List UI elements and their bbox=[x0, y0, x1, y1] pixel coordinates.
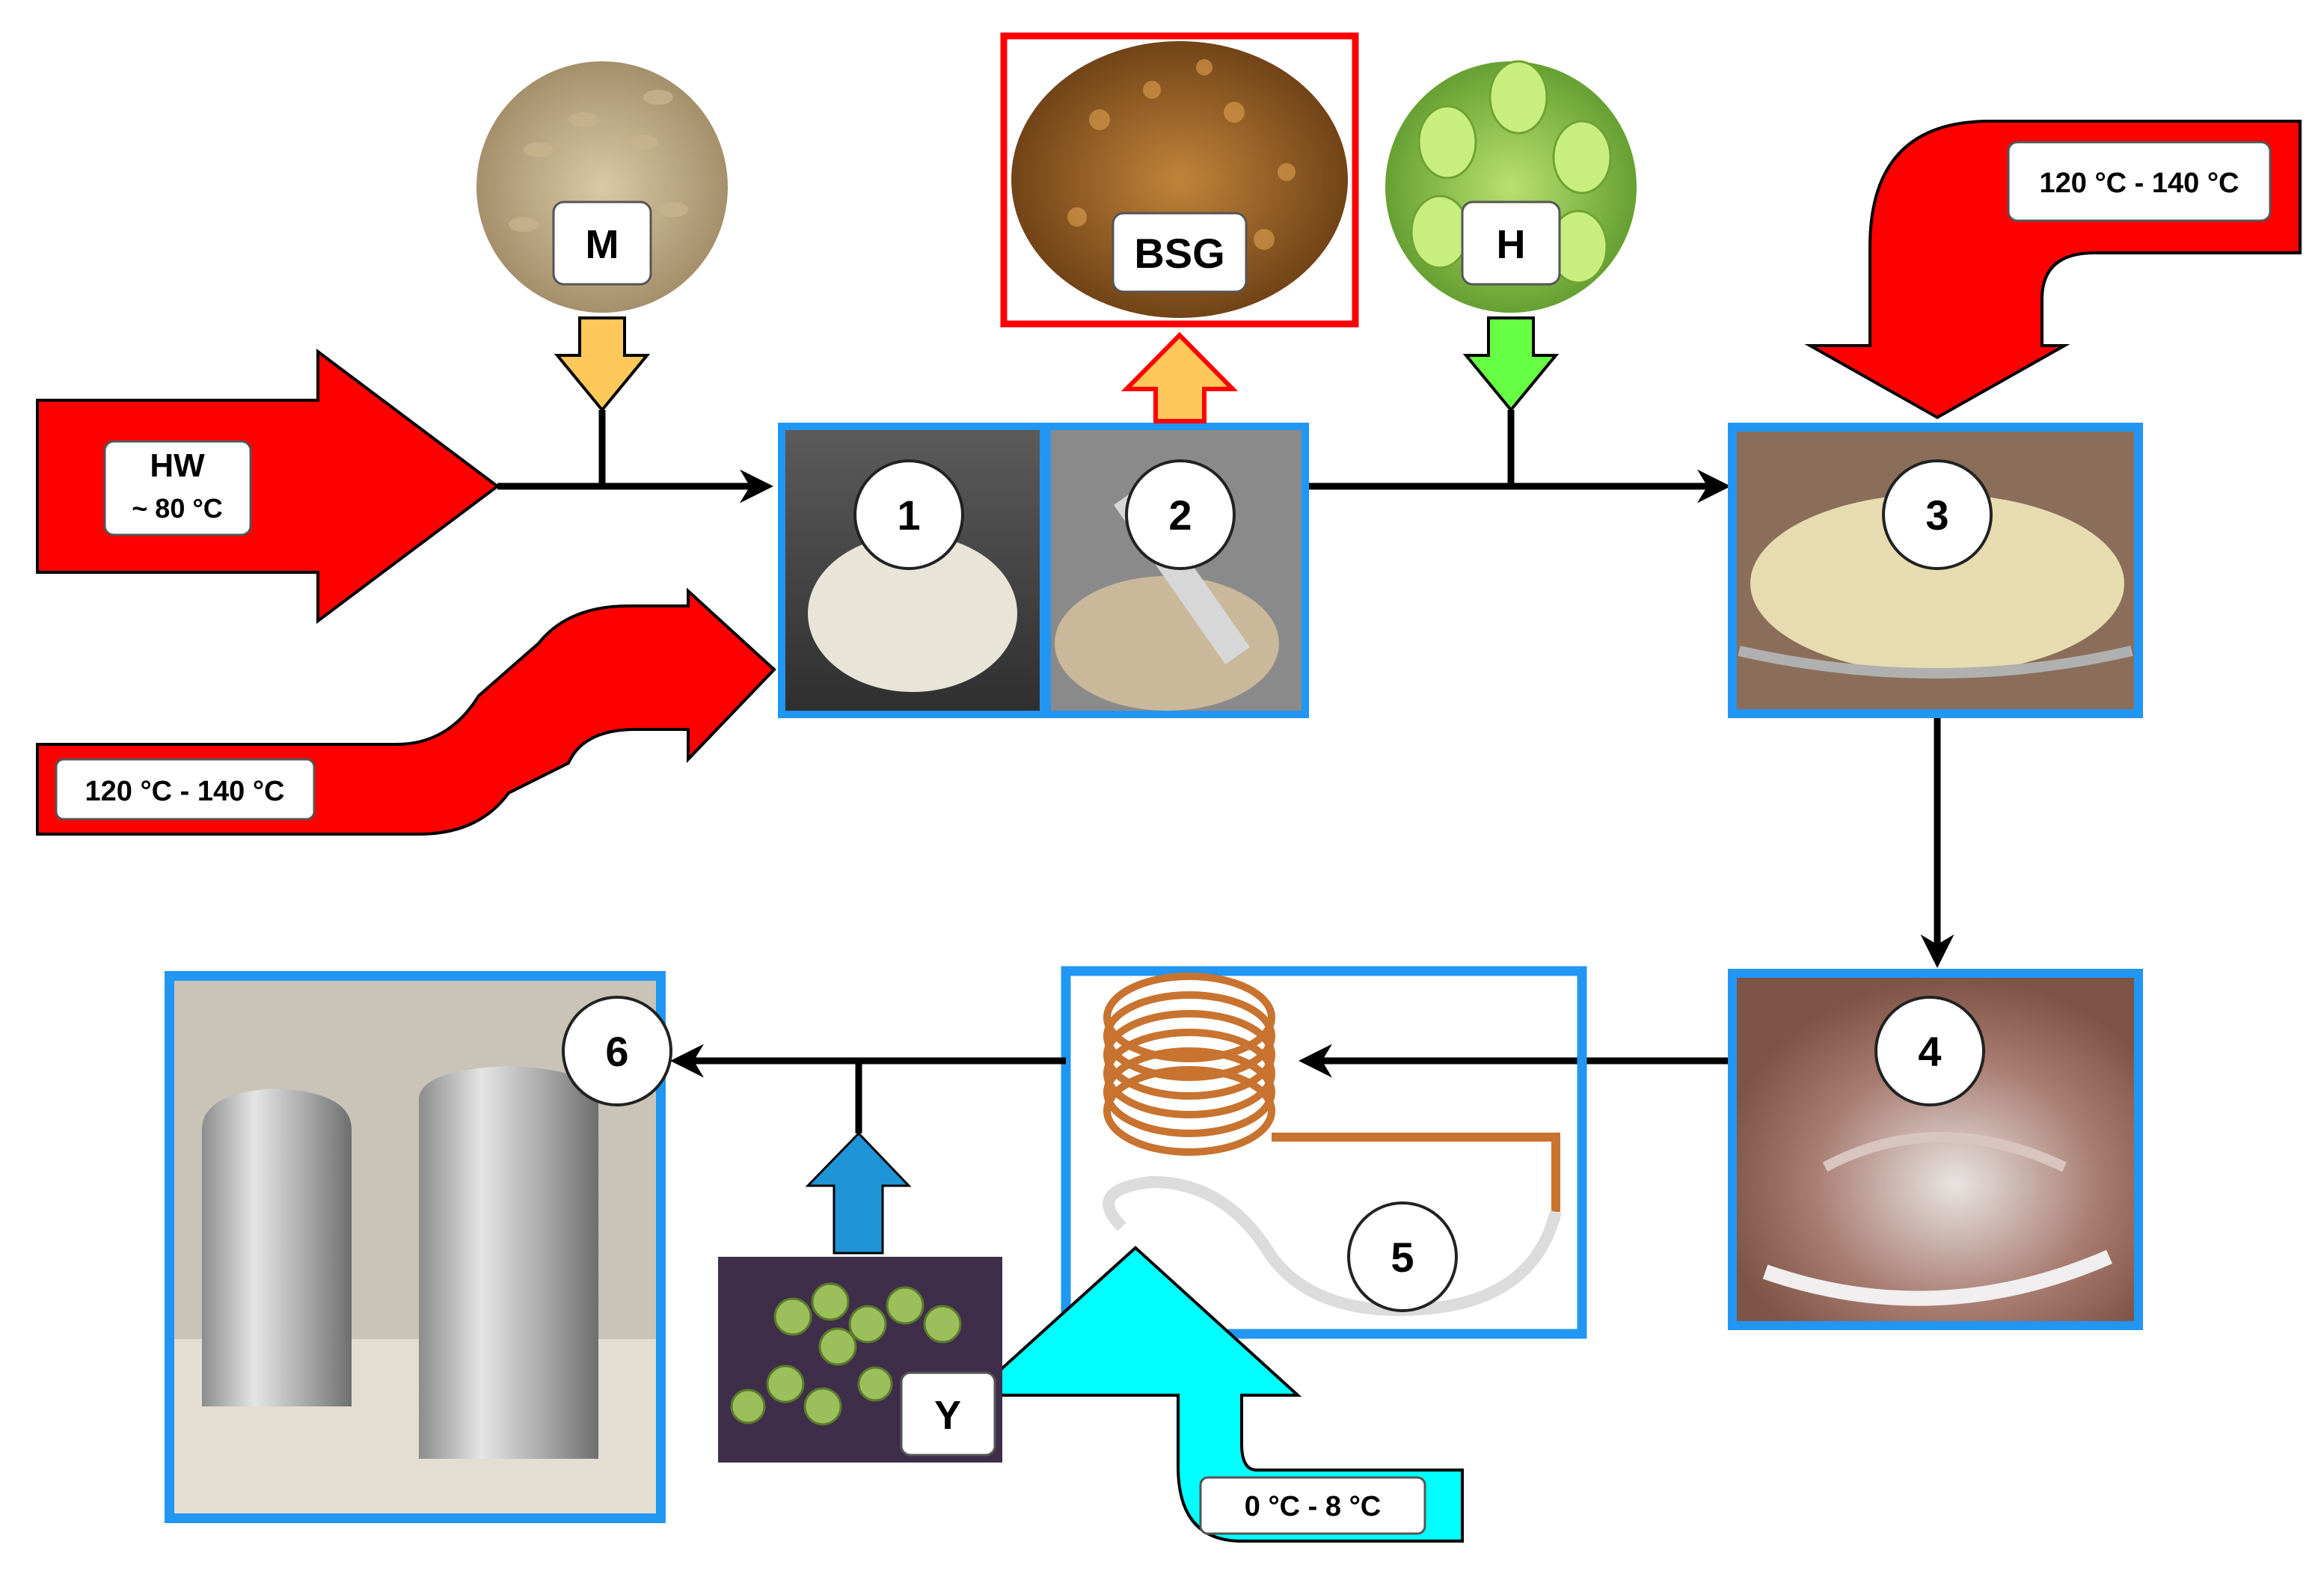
step-3-label: 3 bbox=[1925, 492, 1949, 539]
step-2-badge bbox=[1125, 459, 1236, 570]
step-5-badge bbox=[1347, 1201, 1458, 1312]
yeast-label-box bbox=[900, 1371, 996, 1457]
step-5-label: 5 bbox=[1391, 1234, 1414, 1281]
yeast-cells bbox=[730, 1282, 962, 1426]
bsg-frame bbox=[1000, 32, 1359, 328]
step-4-label: 4 bbox=[1918, 1028, 1941, 1075]
fermenter-tank-left bbox=[202, 1088, 352, 1406]
hops-label-box bbox=[1461, 200, 1561, 286]
hops-label: H bbox=[1497, 222, 1526, 267]
mash-heat-label-box bbox=[55, 758, 316, 821]
yeast-arrow bbox=[805, 1131, 912, 1255]
chiller-frame bbox=[1061, 966, 1587, 1339]
bsg-arrow bbox=[1120, 331, 1239, 423]
malt-label: M bbox=[586, 222, 619, 267]
step-4-badge bbox=[1874, 996, 1985, 1106]
step-6-label: 6 bbox=[605, 1028, 628, 1075]
step-1-badge bbox=[853, 459, 964, 570]
mash-surface bbox=[808, 535, 1017, 692]
malt-image bbox=[476, 61, 728, 313]
copper-coil-image bbox=[1103, 973, 1560, 1212]
bsg-label: BSG bbox=[1134, 230, 1224, 277]
cooling-label: 0 °C - 8 °C bbox=[1245, 1491, 1381, 1522]
cooling-arrow bbox=[968, 1246, 1464, 1543]
whirlpool-swirl bbox=[1762, 1249, 2112, 1306]
mash-heat-label: 120 °C - 140 °C bbox=[85, 776, 285, 807]
chiller-hose bbox=[1103, 1175, 1562, 1317]
hot-water-label: HW bbox=[150, 447, 205, 484]
step-1-label: 1 bbox=[897, 492, 920, 539]
step-6-badge bbox=[562, 996, 672, 1106]
hot-water-temp: ~ 80 °C bbox=[132, 493, 222, 524]
malt-label-box bbox=[552, 200, 652, 286]
hops-arrow bbox=[1462, 316, 1560, 413]
cooling-label-box bbox=[1199, 1476, 1426, 1535]
fermenter-tank-right bbox=[419, 1066, 598, 1459]
yeast-label: Y bbox=[934, 1393, 961, 1438]
hops-texture bbox=[1410, 60, 1612, 284]
kettle-rim bbox=[1738, 646, 2133, 679]
malt-arrow bbox=[554, 316, 651, 413]
step-2-label: 2 bbox=[1168, 492, 1192, 539]
boil-heat-label-box bbox=[2007, 141, 2272, 222]
bsg-label-box bbox=[1112, 212, 1248, 293]
whirlpool-swirl-inner bbox=[1822, 1132, 2067, 1172]
hot-water-label-box bbox=[103, 440, 252, 536]
boil-wort-foam bbox=[1750, 494, 2124, 673]
step-3-badge bbox=[1882, 459, 1993, 570]
hot-water-arrow bbox=[36, 349, 500, 624]
boil-heat-label: 120 °C - 140 °C bbox=[2040, 168, 2239, 199]
